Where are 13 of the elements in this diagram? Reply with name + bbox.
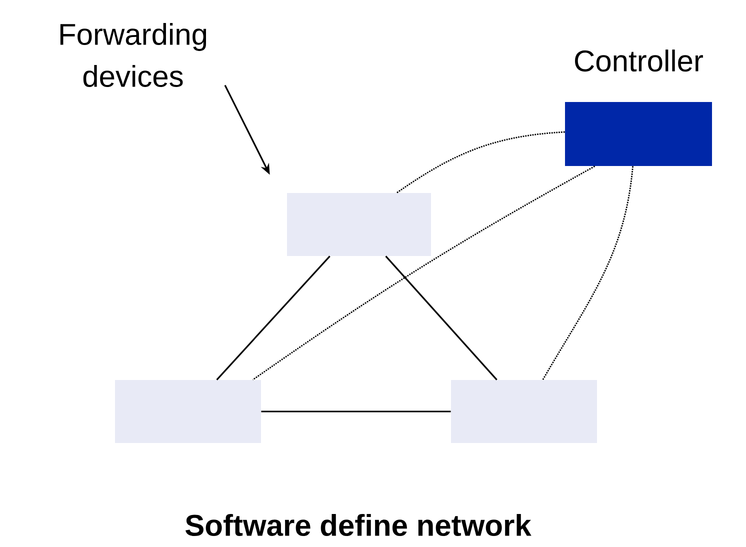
controller-box: Controller: [565, 50, 712, 166]
node-label: Forwarding devices: [60, 22, 206, 88]
dotted-line: [396, 131, 565, 194]
dotted-line: [252, 166, 596, 380]
device-box: [115, 380, 261, 443]
link-line: [216, 256, 330, 380]
device-box: [451, 380, 597, 443]
caption: Software define network: [186, 514, 532, 536]
link-line: [385, 256, 498, 380]
device-box: [287, 193, 431, 256]
node-label: Controller: [575, 50, 703, 72]
dotted-line: [542, 166, 634, 380]
link-line: [261, 410, 451, 412]
